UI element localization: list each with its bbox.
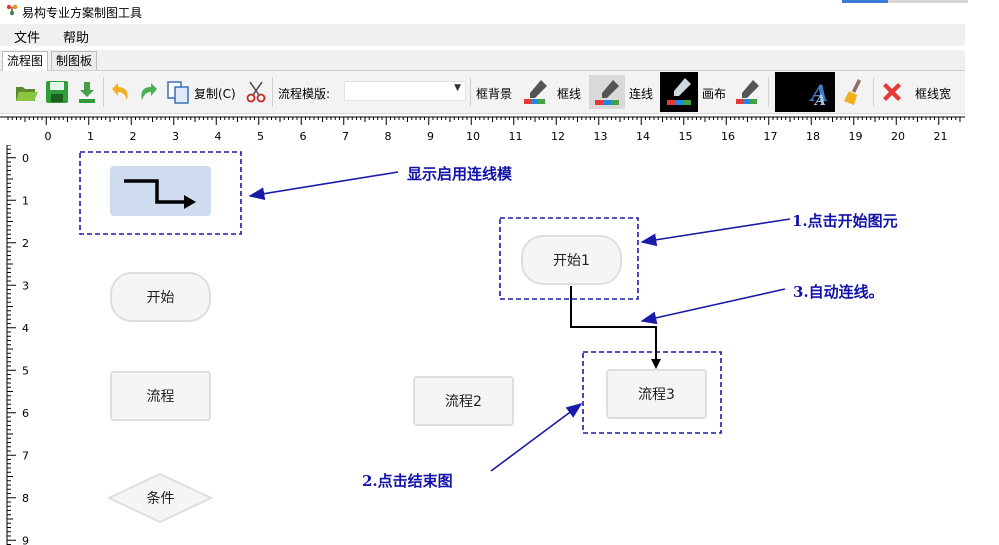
ruler-h-label: 18 xyxy=(806,130,820,143)
menu-help[interactable]: 帮助 xyxy=(63,31,90,46)
ruler-h-label: 8 xyxy=(385,130,392,143)
ruler-h-label: 15 xyxy=(679,130,693,143)
toolbar-separator xyxy=(873,77,874,107)
toolbar-separator xyxy=(272,77,273,107)
ruler-v-label: 0 xyxy=(22,152,29,165)
svg-text:A: A xyxy=(813,93,826,109)
save-icon[interactable] xyxy=(44,79,70,105)
process2-shape[interactable]: 流程2 xyxy=(413,376,514,426)
toolbar-separator xyxy=(103,77,104,107)
canvas-color-icon[interactable] xyxy=(733,77,763,107)
app-icon xyxy=(6,4,18,16)
title-accent xyxy=(842,0,888,3)
annotation-arrow-connect-mode xyxy=(248,171,399,201)
frame-width-label: 框线宽 xyxy=(915,87,952,101)
ruler-h-label: 20 xyxy=(891,130,905,143)
annotation-arrow-step3 xyxy=(640,288,786,325)
ruler-v-label: 3 xyxy=(22,280,29,293)
annotation-step3: 3.自动连线。 xyxy=(793,283,884,301)
connector-arrowhead-icon xyxy=(184,195,196,209)
canvas-label: 画布 xyxy=(702,87,727,101)
ruler-v-label: 4 xyxy=(22,322,29,335)
auto-connector-arrowhead xyxy=(651,359,661,369)
ruler-h-label: 0 xyxy=(45,130,52,143)
connect-label: 连线 xyxy=(629,87,654,101)
connect-color-swatch[interactable] xyxy=(660,72,698,112)
redo-icon[interactable] xyxy=(137,79,161,105)
condition-label: 条件 xyxy=(146,491,175,507)
download-icon[interactable] xyxy=(76,79,98,105)
annotation-step2: 2.点击结束图 xyxy=(362,472,453,490)
process3-shape[interactable]: 流程3 xyxy=(606,369,707,419)
open-folder-icon[interactable] xyxy=(13,79,39,105)
ruler-h-label: 6 xyxy=(300,130,307,143)
process-shape[interactable]: 流程 xyxy=(110,371,211,421)
ruler-h-label: 1 xyxy=(87,130,94,143)
auto-connector-line xyxy=(570,286,657,362)
undo-icon[interactable] xyxy=(108,79,132,105)
font-color-swatch[interactable]: A A xyxy=(775,72,835,112)
frame-line-color-icon[interactable] xyxy=(589,75,625,109)
title-accent-gray xyxy=(888,0,968,3)
ruler-v-label: 6 xyxy=(22,407,29,420)
start1-shape[interactable]: 开始1 xyxy=(521,235,622,285)
connect-mode-highlight-box xyxy=(79,151,242,235)
ruler-h-label: 9 xyxy=(427,130,434,143)
annotation-step1: 1.点击开始图元 xyxy=(792,212,898,230)
menu-bar: 文件 帮助 xyxy=(0,24,965,46)
connector-tool-button[interactable] xyxy=(110,166,211,216)
annotation-arrow-step1 xyxy=(640,218,791,247)
font-style-icon: A A xyxy=(809,81,828,109)
ruler-h-label: 5 xyxy=(257,130,264,143)
tab-flowchart[interactable]: 流程图 xyxy=(2,51,49,71)
cut-icon[interactable] xyxy=(244,79,268,105)
chevron-down-icon: ▼ xyxy=(454,83,461,93)
ruler-h-label: 21 xyxy=(934,130,948,143)
ruler-h-label: 17 xyxy=(764,130,778,143)
copy-icon[interactable] xyxy=(165,79,191,105)
ruler-h-label: 12 xyxy=(551,130,565,143)
ruler-h-label: 19 xyxy=(849,130,863,143)
ruler-h-label: 13 xyxy=(594,130,608,143)
ruler-h-label: 16 xyxy=(721,130,735,143)
ruler-h-label: 11 xyxy=(509,130,523,143)
annotation-connect-mode: 显示启用连线模 xyxy=(407,165,513,183)
ruler-v-label: 2 xyxy=(22,237,29,250)
ruler-h-label: 4 xyxy=(215,130,222,143)
copy-button[interactable]: 复制(C) xyxy=(194,87,236,101)
ruler-h-label: 14 xyxy=(636,130,650,143)
title-bar: 易构专业方案制图工具 xyxy=(0,0,999,22)
ruler-h-label: 10 xyxy=(466,130,480,143)
delete-icon[interactable] xyxy=(878,78,906,106)
vertical-ruler: 0 1 2 3 4 5 6 7 8 9 xyxy=(6,145,29,545)
toolbar-separator xyxy=(470,77,471,107)
template-label: 流程模版: xyxy=(278,87,331,101)
ruler-v-label: 9 xyxy=(22,535,29,545)
tab-drawboard[interactable]: 制图板 xyxy=(51,51,98,70)
frame-background-color-icon[interactable] xyxy=(521,77,551,107)
window-title: 易构专业方案制图工具 xyxy=(22,6,143,20)
toolbar-separator xyxy=(768,77,769,107)
tab-strip: 流程图 制图板 xyxy=(0,50,965,71)
frame-line-label: 框线 xyxy=(557,87,582,101)
ruler-v-label: 1 xyxy=(22,195,29,208)
template-dropdown[interactable]: ▼ xyxy=(344,81,466,101)
ruler-h-label: 7 xyxy=(342,130,349,143)
frame-background-label: 框背景 xyxy=(476,87,513,101)
ruler-h-label: 2 xyxy=(130,130,137,143)
ruler-v-label: 7 xyxy=(22,450,29,463)
ruler-v-label: 5 xyxy=(22,365,29,378)
ruler-v-label: 8 xyxy=(22,492,29,505)
connect-color-icon xyxy=(667,78,691,105)
menu-file[interactable]: 文件 xyxy=(14,31,41,46)
broom-icon[interactable] xyxy=(842,77,868,107)
svg-text:A: A xyxy=(809,81,828,107)
start-shape[interactable]: 开始 xyxy=(110,272,211,322)
connector-elbow-icon xyxy=(124,179,186,204)
ruler-h-label: 3 xyxy=(172,130,179,143)
